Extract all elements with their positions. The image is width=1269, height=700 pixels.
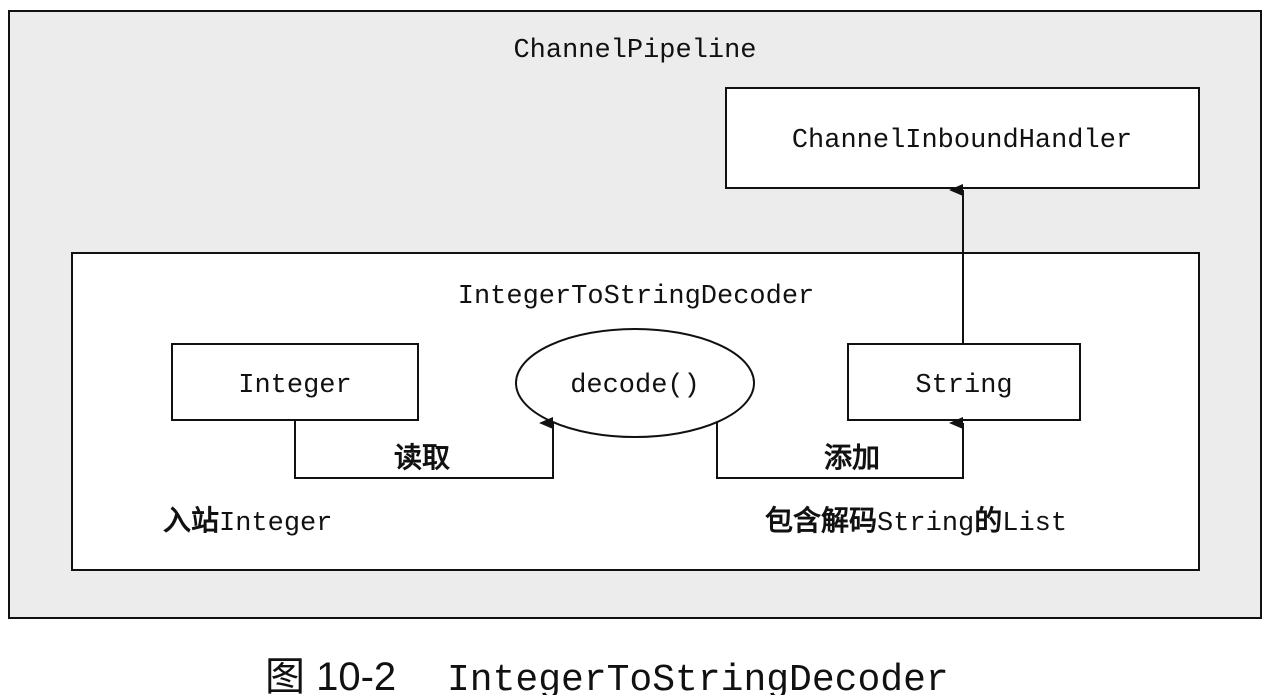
decode-method-node <box>515 328 755 438</box>
output-note-part2: String <box>877 509 974 539</box>
channel-inbound-handler-label: ChannelInboundHandler <box>792 126 1132 156</box>
decoder-label: IntegerToStringDecoder <box>458 282 814 312</box>
figure-number: 图 10-2 <box>265 655 396 695</box>
decode-method-label: decode() <box>570 371 700 401</box>
read-arrow <box>294 417 554 479</box>
inbound-integer-note: 入站Integer <box>163 505 332 539</box>
channel-inbound-handler-box <box>725 87 1200 189</box>
string-box <box>847 343 1081 421</box>
string-label: String <box>915 371 1012 401</box>
output-note-part4: List <box>1002 509 1067 539</box>
figure-title: IntegerToStringDecoder <box>447 659 949 695</box>
figure-caption: 图 10-2 IntegerToStringDecoder <box>265 655 949 695</box>
output-note-part3: 的 <box>974 504 1002 536</box>
integer-label: Integer <box>238 371 351 401</box>
read-edge-label: 读取 <box>394 442 450 473</box>
add-edge-label: 添加 <box>824 442 880 473</box>
integer-box <box>171 343 419 421</box>
inbound-note-suffix: Integer <box>219 509 332 539</box>
inbound-note-prefix: 入站 <box>163 505 219 536</box>
channel-pipeline-label: ChannelPipeline <box>513 36 756 66</box>
add-arrow <box>716 417 964 479</box>
decoded-list-note: 包含解码String的List <box>765 504 1067 539</box>
output-note-part1: 包含解码 <box>765 504 877 536</box>
